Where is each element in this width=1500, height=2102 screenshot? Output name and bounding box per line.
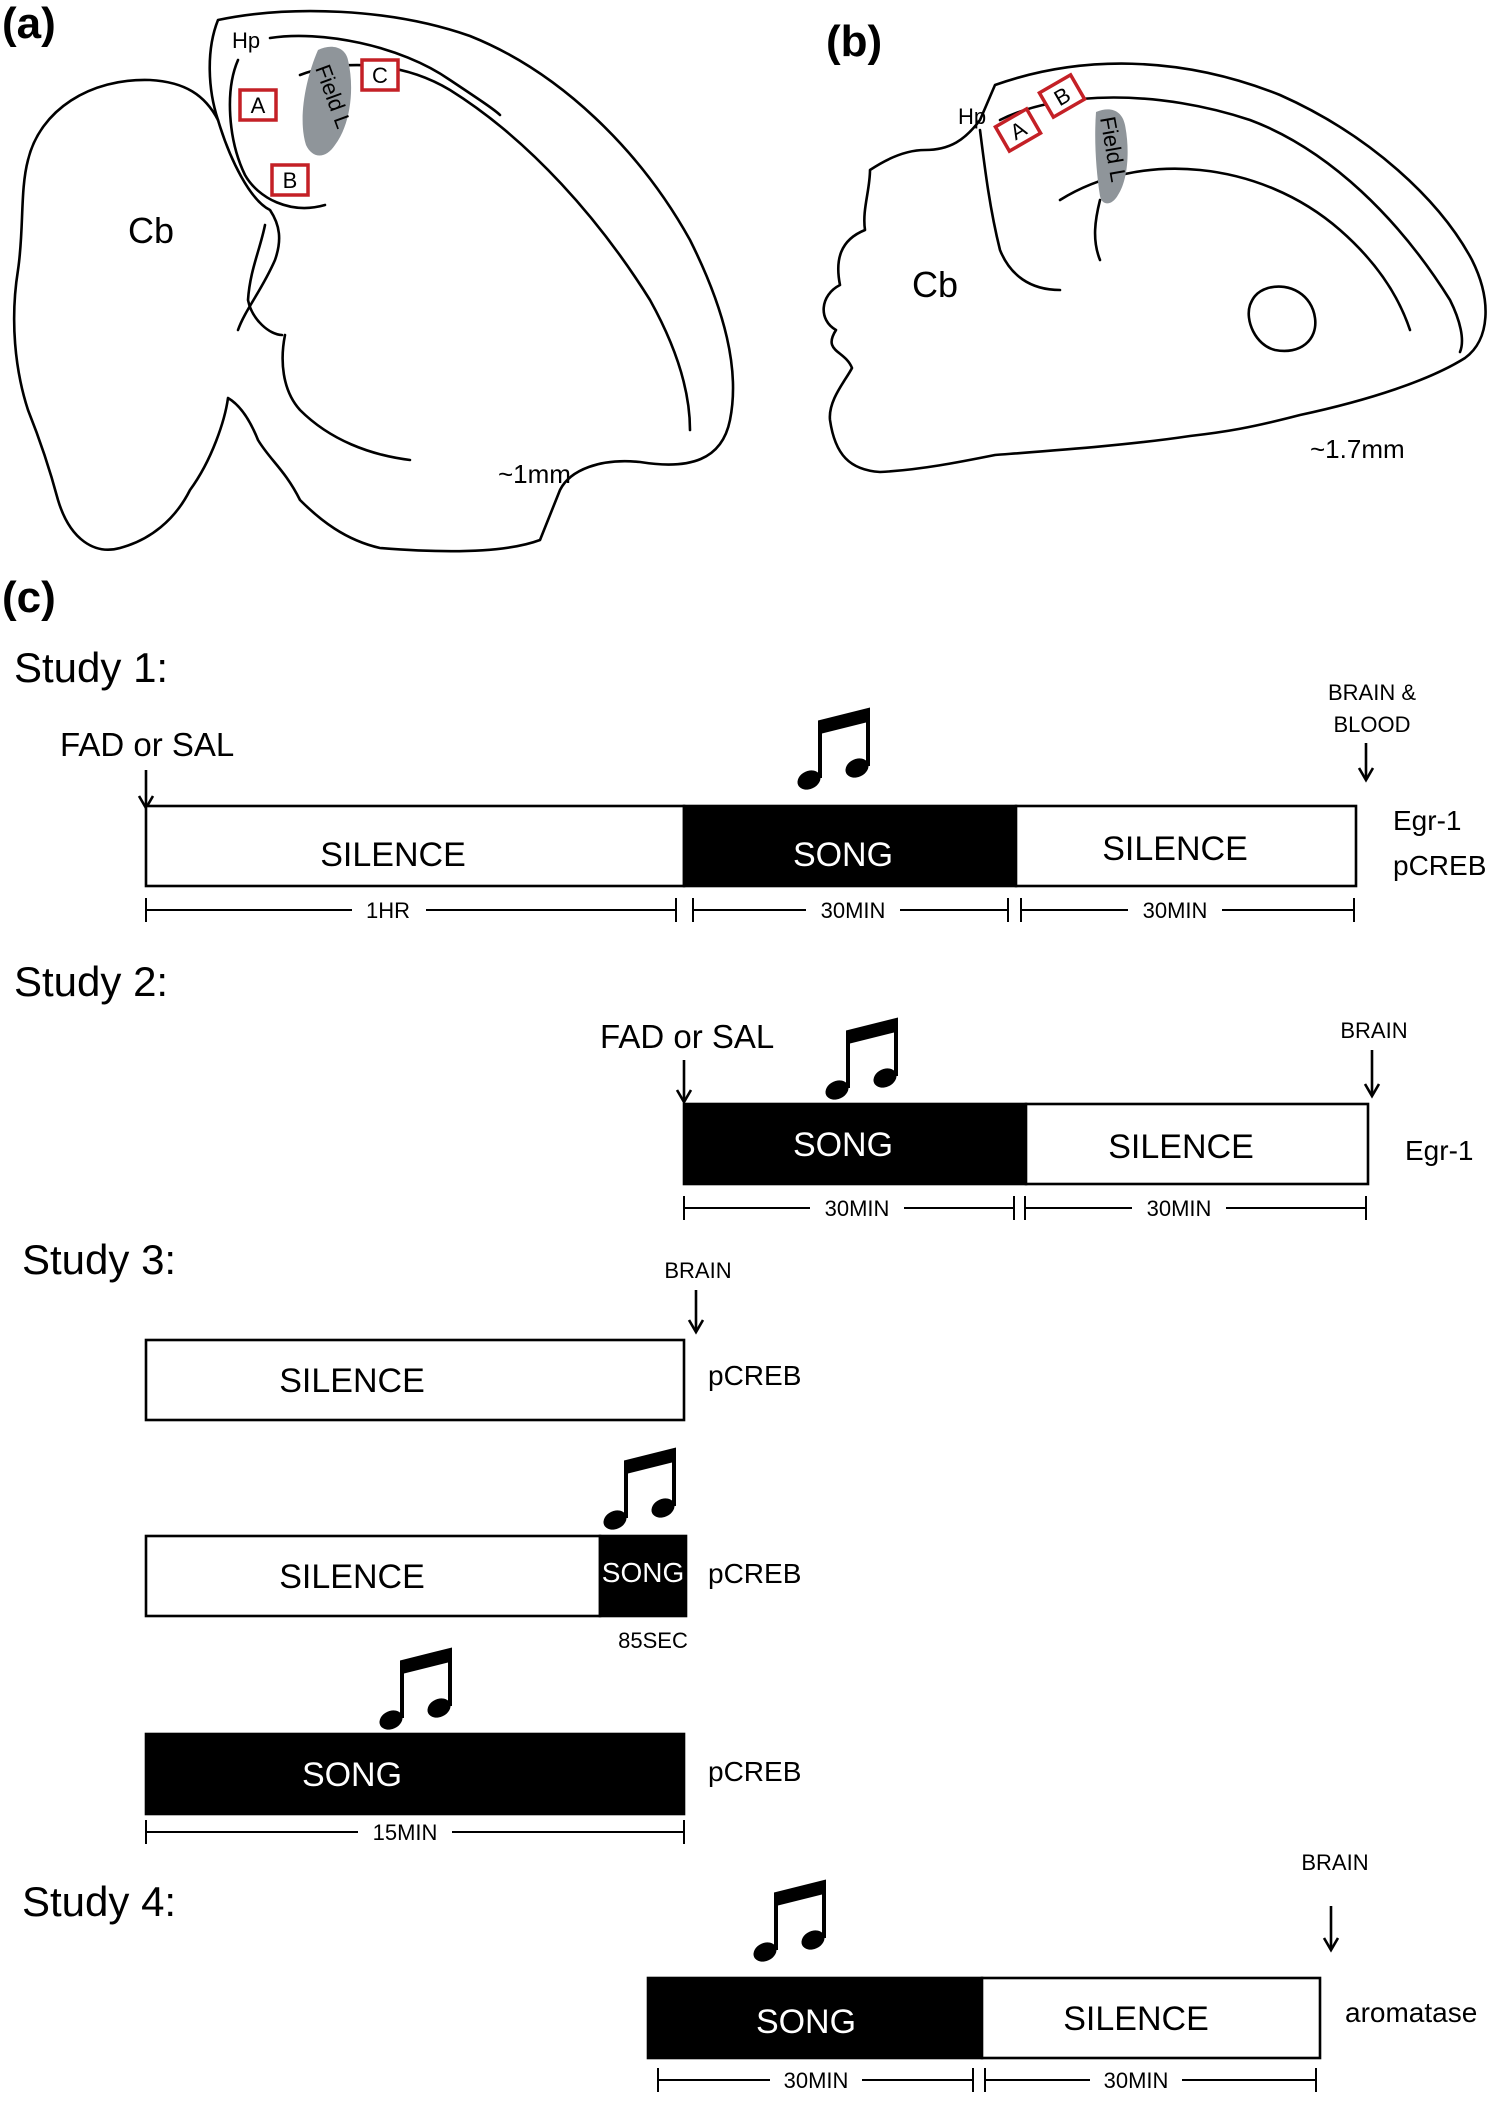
study4-song-bar bbox=[646, 1976, 984, 2060]
study1-silence-1-label: SILENCE bbox=[320, 836, 466, 874]
study3-row2-song-note-icon bbox=[598, 1448, 680, 1536]
study1-duration-1-label: 1HR bbox=[366, 898, 410, 923]
study4-duration-1-label: 30MIN bbox=[784, 2068, 849, 2093]
study2-duration-1 bbox=[683, 1196, 1015, 1220]
cb-label-b: Cb bbox=[912, 264, 958, 305]
panel-label-b: (b) bbox=[826, 17, 882, 66]
region-box-a-a bbox=[238, 88, 278, 122]
study3-title: Study 3: bbox=[22, 1236, 176, 1283]
study1-song-bar bbox=[682, 804, 1018, 888]
study2-duration-2 bbox=[1024, 1196, 1367, 1220]
study4-duration-2 bbox=[984, 2068, 1317, 2092]
brain-outline-a bbox=[12, 9, 735, 553]
study3-row3-measure: pCREB bbox=[708, 1756, 801, 1787]
study1-start-arrow bbox=[137, 770, 155, 811]
study2-song-bar bbox=[682, 1102, 1028, 1186]
study2-duration-1-label: 30MIN bbox=[825, 1196, 890, 1221]
study1-end-arrow bbox=[1357, 743, 1375, 783]
study2-start-arrow bbox=[675, 1060, 693, 1105]
study1-measure-2: pCREB bbox=[1393, 850, 1486, 881]
study3-row2-song-label: SONG bbox=[602, 1557, 684, 1588]
study1-start-event: FAD or SAL bbox=[60, 726, 234, 763]
study3-row2-song-bar bbox=[598, 1534, 688, 1618]
field-l-region-a bbox=[302, 46, 352, 156]
study3-row1-measure: pCREB bbox=[708, 1360, 801, 1391]
region-box-b-a bbox=[270, 163, 310, 197]
study4-duration-2-label: 30MIN bbox=[1104, 2068, 1169, 2093]
study2-end-event: BRAIN bbox=[1340, 1018, 1407, 1043]
scale-label-b: ~1.7mm bbox=[1310, 434, 1405, 464]
study3-row2-duration-label: 85SEC bbox=[618, 1628, 688, 1653]
study3-row3-song-bar bbox=[144, 1732, 686, 1816]
study4-song-label: SONG bbox=[756, 2003, 856, 2041]
study2-song-label: SONG bbox=[793, 1126, 893, 1164]
study4-song-note-icon bbox=[748, 1880, 830, 1968]
study2-start-event: FAD or SAL bbox=[600, 1018, 774, 1055]
study1-duration-2 bbox=[692, 898, 1009, 922]
study2-duration-2-label: 30MIN bbox=[1147, 1196, 1212, 1221]
study4-silence-bar bbox=[980, 1976, 1322, 2060]
study4-silence-label: SILENCE bbox=[1063, 2000, 1209, 2038]
study1-duration-1 bbox=[145, 898, 677, 922]
study2-end-arrow bbox=[1363, 1050, 1381, 1099]
study1-silence-2-label: SILENCE bbox=[1102, 830, 1248, 868]
study1-silence-1-bar bbox=[144, 804, 686, 888]
study1-duration-3 bbox=[1020, 898, 1355, 922]
study1-duration-3-label: 30MIN bbox=[1143, 898, 1208, 923]
study2-silence-label: SILENCE bbox=[1108, 1128, 1254, 1166]
study2-measure: Egr-1 bbox=[1405, 1135, 1473, 1166]
study3-end-event: BRAIN bbox=[664, 1258, 731, 1283]
brain-outline-b bbox=[822, 62, 1487, 474]
study1-song-note-icon bbox=[792, 708, 874, 796]
region-box-c-a bbox=[360, 58, 400, 92]
region-box-b-b bbox=[1037, 72, 1087, 120]
region-box-c-a-label: C bbox=[372, 63, 388, 88]
study1-duration-2-label: 30MIN bbox=[821, 898, 886, 923]
hp-label-a: Hp bbox=[232, 28, 260, 53]
study3-row3-song-label: SONG bbox=[302, 1756, 402, 1794]
study2-title: Study 2: bbox=[14, 958, 168, 1005]
study1-measure-1: Egr-1 bbox=[1393, 805, 1461, 836]
study1-title: Study 1: bbox=[14, 644, 168, 691]
panel-label-a: (a) bbox=[2, 0, 56, 48]
field-l-region-b bbox=[1095, 109, 1128, 204]
hp-label-b: Hp bbox=[958, 104, 986, 129]
study4-end-event: BRAIN bbox=[1301, 1850, 1368, 1875]
study4-title: Study 4: bbox=[22, 1878, 176, 1925]
panel-label-c: (c) bbox=[2, 573, 56, 622]
study1-song-label: SONG bbox=[793, 836, 893, 874]
study1-end-event-line2: BLOOD bbox=[1333, 712, 1410, 737]
study1-end-event-line1: BRAIN & bbox=[1328, 680, 1416, 705]
cb-label-a: Cb bbox=[128, 210, 174, 251]
study3-row2-silence-label: SILENCE bbox=[279, 1558, 425, 1596]
study2-song-note-icon bbox=[820, 1018, 902, 1106]
region-box-b-a-label: B bbox=[283, 168, 298, 193]
study3-row3-song-note-icon bbox=[374, 1648, 456, 1736]
study3-row2-measure: pCREB bbox=[708, 1558, 801, 1589]
study4-duration-1 bbox=[657, 2068, 974, 2092]
study4-measure: aromatase bbox=[1345, 1997, 1477, 2028]
study2-silence-bar bbox=[1024, 1102, 1370, 1186]
study1-silence-2-bar bbox=[1014, 804, 1358, 888]
study3-row1-silence-label: SILENCE bbox=[279, 1362, 425, 1400]
study3-row3-duration bbox=[145, 1820, 685, 1844]
study3-row3-duration-label: 15MIN bbox=[373, 1820, 438, 1845]
region-box-a-b bbox=[993, 106, 1043, 154]
study4-end-arrow bbox=[1322, 1906, 1340, 1953]
study3-end-arrow bbox=[687, 1290, 705, 1335]
region-box-a-a-label: A bbox=[251, 93, 266, 118]
study3-row1-silence-bar bbox=[144, 1338, 686, 1422]
scale-label-a: ~1mm bbox=[498, 459, 571, 489]
